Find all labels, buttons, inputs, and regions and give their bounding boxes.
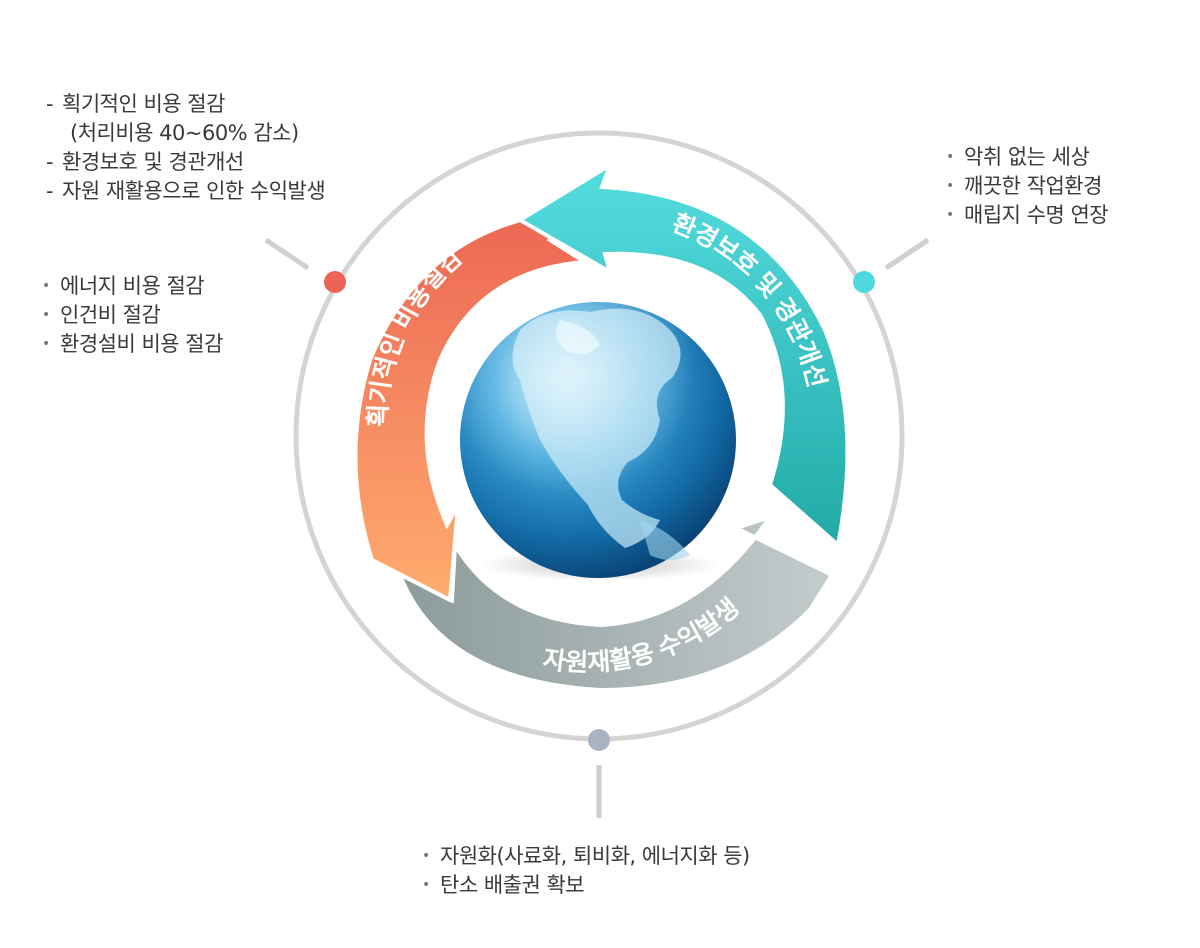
note-top-right: 악취 없는 세상 깨끗한 작업환경 매립지 수명 연장 xyxy=(944,143,1109,230)
globe-icon xyxy=(460,302,736,578)
list-item: 인건비 절감 xyxy=(40,301,223,330)
arrow-bottom xyxy=(391,513,835,693)
dot-cyan xyxy=(853,271,875,293)
note-top-left: 획기적인 비용 절감 (처리비용 40~60% 감소) 환경보호 및 경관개선 … xyxy=(46,90,326,206)
connector-top-left xyxy=(264,237,310,271)
list-item: 에너지 비용 절감 xyxy=(40,272,223,301)
note-bottom: 자원화(사료화, 퇴비화, 에너지화 등) 탄소 배출권 확보 xyxy=(420,842,750,900)
note-mid-left: 에너지 비용 절감 인건비 절감 환경설비 비용 절감 xyxy=(40,272,223,359)
list-item: 획기적인 비용 절감 xyxy=(46,90,325,119)
list-item: 탄소 배출권 확보 xyxy=(420,871,750,900)
list-item: 깨끗한 작업환경 xyxy=(944,172,1108,201)
dot-grey xyxy=(588,729,610,751)
list-item: 악취 없는 세상 xyxy=(944,143,1108,172)
list-item: 환경설비 비용 절감 xyxy=(40,330,223,359)
list-item: 매립지 수명 연장 xyxy=(944,201,1109,230)
dot-red xyxy=(324,271,346,293)
list-item: 자원화(사료화, 퇴비화, 에너지화 등) xyxy=(420,842,750,871)
list-item: (처리비용 40~60% 감소) xyxy=(70,121,299,145)
list-item: 환경보호 및 경관개선 xyxy=(46,148,325,177)
connector-top-right xyxy=(884,237,930,271)
list-item: 자원 재활용으로 인한 수익발생 xyxy=(46,177,326,206)
arrow-right xyxy=(516,160,850,549)
arrow-left xyxy=(353,207,597,604)
